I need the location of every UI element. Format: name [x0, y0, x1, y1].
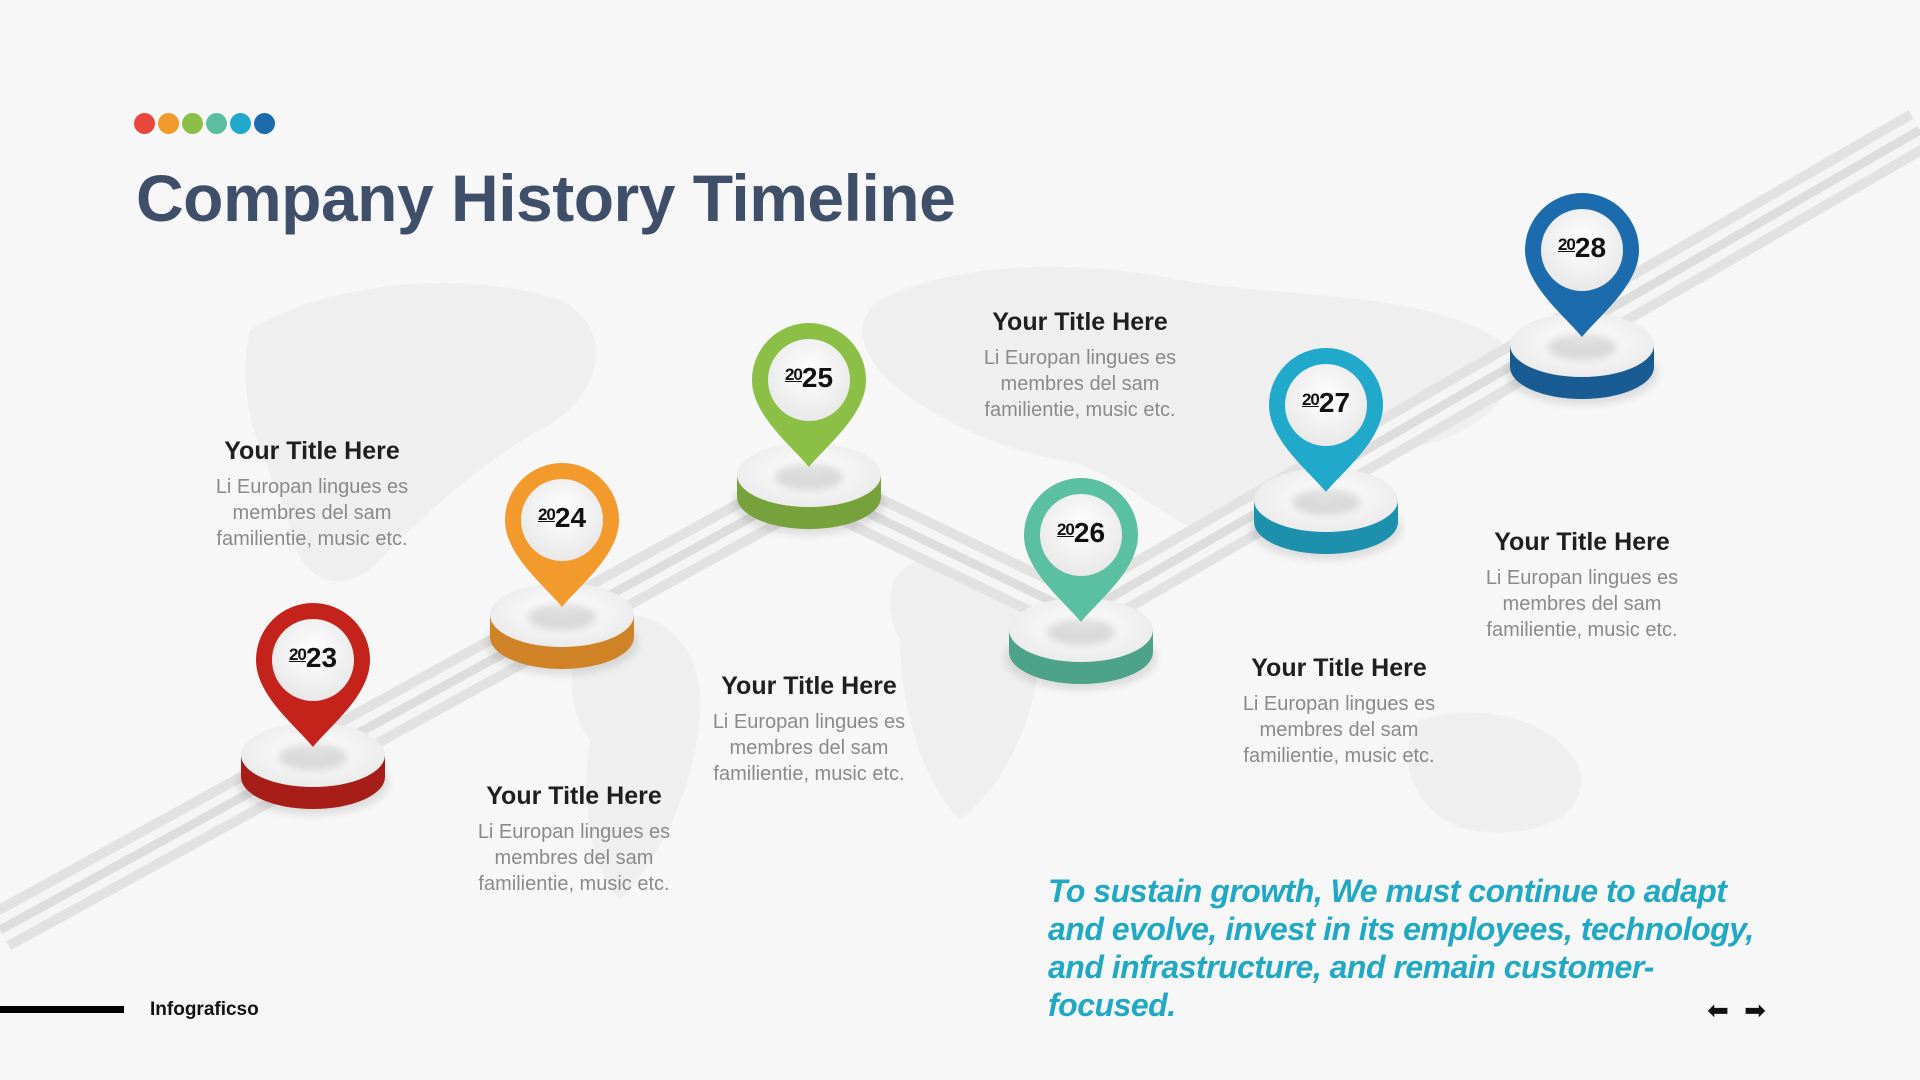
- milestone-year: 2025: [764, 362, 854, 394]
- milestone-description: Li Europan lingues es membres del sam fa…: [1242, 693, 1436, 767]
- year-suffix: 23: [305, 642, 338, 673]
- year-prefix: 20: [1056, 520, 1075, 539]
- milestone-description: Li Europan lingues es membres del sam fa…: [712, 711, 906, 785]
- timeline-road: [0, 110, 1920, 951]
- color-dot: [182, 113, 203, 134]
- milestone-description: Li Europan lingues es membres del sam fa…: [1485, 567, 1679, 641]
- year-suffix: 24: [554, 502, 587, 533]
- year-prefix: 20: [1557, 235, 1576, 254]
- milestone-marker: [733, 323, 885, 535]
- next-arrow-icon[interactable]: ➡: [1744, 995, 1766, 1025]
- year-prefix: 20: [537, 505, 556, 524]
- milestone-marker: [1506, 193, 1658, 405]
- page-title: Company History Timeline: [136, 161, 956, 235]
- prev-arrow-icon[interactable]: ⬅: [1707, 995, 1729, 1025]
- milestone-description: Li Europan lingues es membres del sam fa…: [983, 347, 1177, 421]
- brand-name: Infograficso: [150, 999, 259, 1020]
- year-suffix: 25: [801, 362, 834, 393]
- color-dot: [206, 113, 227, 134]
- milestone-year: 2024: [517, 502, 607, 534]
- milestone-marker: [1005, 478, 1157, 690]
- milestone-marker: [486, 463, 638, 675]
- milestone-description: Li Europan lingues es membres del sam fa…: [215, 476, 409, 550]
- milestone-marker: [237, 603, 389, 815]
- milestone-year: 2023: [268, 642, 358, 674]
- milestone-title: Your Title Here: [1494, 528, 1670, 556]
- color-dot: [158, 113, 179, 134]
- milestone-title: Your Title Here: [992, 308, 1168, 336]
- year-prefix: 20: [784, 365, 803, 384]
- year-suffix: 26: [1073, 517, 1106, 548]
- year-prefix: 20: [1301, 390, 1320, 409]
- milestone-title: Your Title Here: [721, 672, 897, 700]
- year-suffix: 28: [1574, 232, 1607, 263]
- milestone-description: Li Europan lingues es membres del sam fa…: [477, 821, 671, 895]
- color-dot: [230, 113, 251, 134]
- milestone-title: Your Title Here: [1251, 654, 1427, 682]
- footer-bar: [0, 1006, 124, 1013]
- milestone-year: 2027: [1281, 387, 1371, 419]
- milestone-marker: [1250, 348, 1402, 560]
- color-dot: [134, 113, 155, 134]
- milestone-title: Your Title Here: [224, 437, 400, 465]
- color-dots-decoration: [134, 113, 275, 135]
- milestone-year: 2028: [1537, 232, 1627, 264]
- milestone-title: Your Title Here: [486, 782, 662, 810]
- quote-text: To sustain growth, We must continue to a…: [1048, 873, 1754, 1023]
- year-prefix: 20: [288, 645, 307, 664]
- color-dot: [254, 113, 275, 134]
- year-suffix: 27: [1318, 387, 1351, 418]
- milestone-year: 2026: [1036, 517, 1126, 549]
